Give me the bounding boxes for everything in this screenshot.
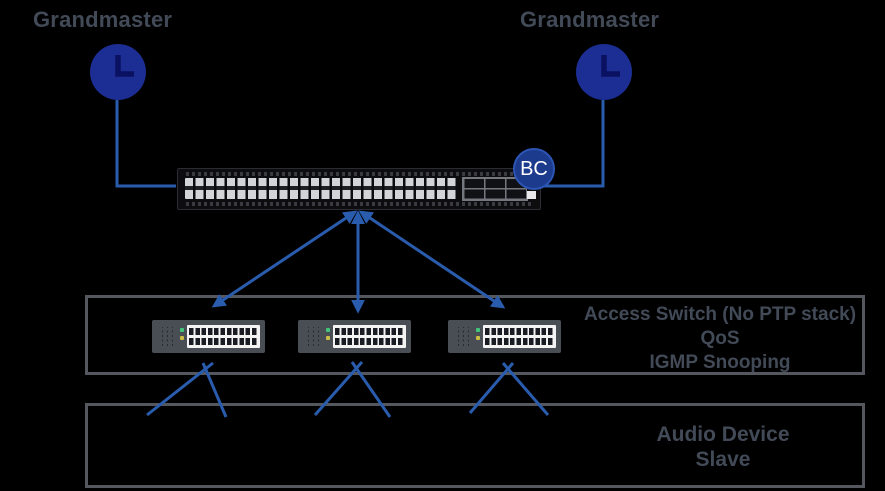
port-panel — [187, 325, 260, 348]
slave-line: Slave — [695, 448, 751, 471]
clock-icon — [576, 44, 632, 100]
access-switch — [448, 320, 561, 353]
access-feature-igmp: IGMP Snooping — [649, 352, 791, 373]
status-led-yellow — [326, 336, 330, 340]
vent-grille-icon — [454, 327, 473, 346]
grandmaster-right-label: Grandmaster — [520, 7, 660, 32]
status-led-green — [476, 328, 480, 332]
access-switch — [298, 320, 411, 353]
core-switch — [177, 168, 541, 210]
vent-grille-icon — [304, 327, 323, 346]
status-led-green — [180, 328, 184, 332]
status-led-green — [326, 328, 330, 332]
grandmaster-left-label: Grandmaster — [33, 7, 173, 32]
access-switch — [152, 320, 265, 353]
access-group-label: Access Switch (No PTP stack) QoS IGMP Sn… — [575, 303, 865, 375]
status-led-yellow — [180, 336, 184, 340]
core-switch-vents-bottom — [186, 202, 532, 206]
access-group-title: Access Switch (No PTP stack) — [583, 304, 857, 325]
audio-group-label: Audio Device Slave — [598, 422, 848, 472]
vent-grille-icon — [158, 327, 177, 346]
status-led-yellow — [476, 336, 480, 340]
core-switch-sfp-ports — [185, 178, 457, 199]
audio-device-line: Audio Device — [656, 423, 790, 446]
port-panel — [483, 325, 556, 348]
ptp-arrow-left — [211, 210, 358, 308]
boundary-clock-badge: BC — [513, 148, 555, 190]
core-switch-vents-top — [186, 172, 532, 176]
port-panel — [333, 325, 406, 348]
ptp-arrow-right — [358, 210, 506, 309]
access-feature-qos: QoS — [700, 328, 740, 349]
wire-grandmaster-left — [115, 100, 176, 188]
clock-icon — [90, 44, 146, 100]
